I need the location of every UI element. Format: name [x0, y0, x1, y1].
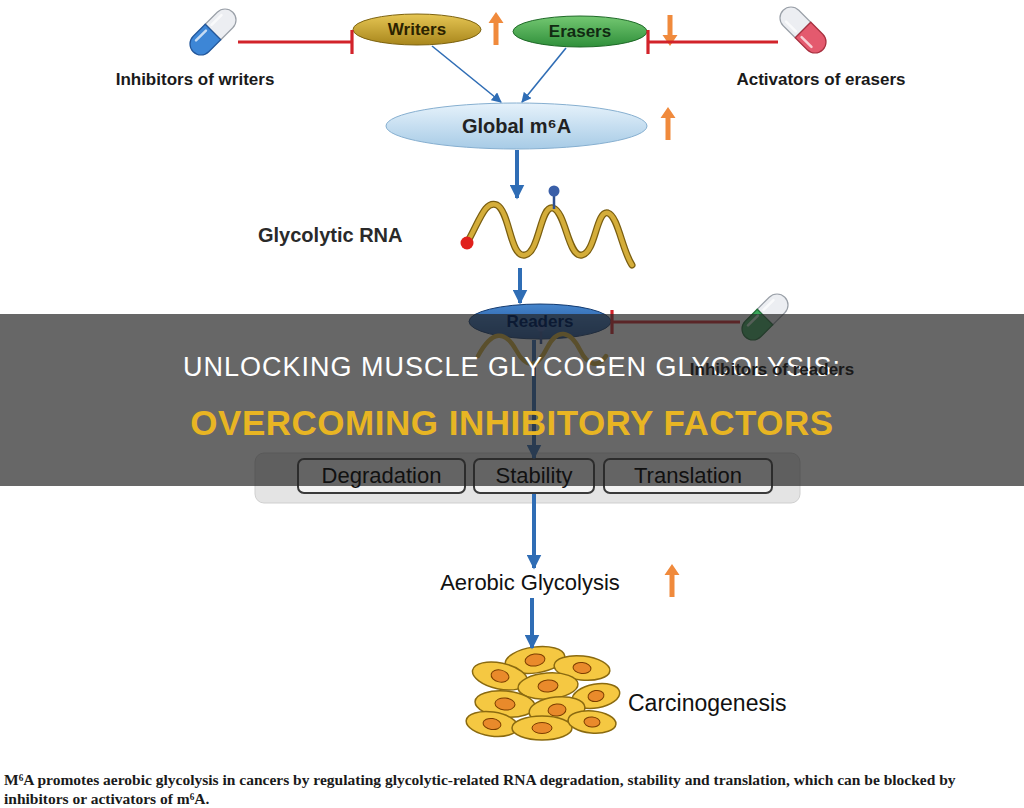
eraser-ellipse: Erasers — [512, 15, 648, 48]
methyl-mark — [536, 321, 547, 332]
activator-pill: Activators of erasers — [778, 0, 828, 60]
methyl-stem — [553, 195, 556, 209]
node-label: Activators of erasers — [711, 70, 931, 90]
node-label: Translation — [634, 463, 742, 488]
global-ellipse: Global m⁶A — [385, 102, 648, 150]
pill-half — [795, 22, 830, 57]
methyl-mark — [549, 186, 560, 197]
banner-title: UNLOCKING MUSCLE GLYCOGEN GLYCOLYSIS: — [0, 352, 1024, 383]
pill-highlight — [786, 22, 811, 47]
banner-title: OVERCOMING INHIBITORY FACTORS — [0, 403, 1024, 443]
node-label: Inhibitors of readers — [662, 360, 882, 380]
node-label: Inhibitors of writers — [85, 70, 305, 90]
increase-arrow — [489, 12, 504, 45]
node-label: Readers — [506, 312, 573, 332]
flow-arrow — [518, 268, 522, 303]
inhibition-line — [238, 41, 352, 44]
ellipse-shape — [386, 103, 647, 149]
cell — [567, 709, 617, 735]
cap-dot — [461, 237, 474, 250]
pill-icon — [778, 0, 828, 60]
flow-arrow — [515, 150, 519, 198]
node-label: Stability — [495, 463, 572, 488]
rna-node: Glycolytic RNA — [255, 198, 635, 268]
flow-arrow — [532, 494, 536, 568]
pill-half — [185, 24, 220, 59]
increase-arrow — [665, 564, 680, 597]
flow-arrow — [432, 46, 501, 102]
rna-strand — [467, 204, 632, 265]
rna-strand — [467, 204, 632, 265]
increase-arrow — [661, 107, 676, 140]
writer-ellipse: Writers — [352, 13, 482, 46]
flow-arrow — [530, 598, 534, 648]
cell — [465, 708, 520, 739]
node-label: Aerobic Glycolysis — [440, 570, 620, 595]
inhibitor-pill: Inhibitors of writers — [188, 2, 238, 62]
ellipse-shape — [513, 16, 647, 47]
pill-highlight — [196, 15, 221, 40]
figure-caption: M⁶A promotes aerobic glycolysis in cance… — [4, 770, 1020, 808]
flow-arrow — [522, 48, 566, 102]
cell — [512, 716, 572, 740]
cancer-cells — [465, 643, 622, 740]
outcome-text: Aerobic Glycolysis — [405, 568, 655, 598]
title-banner — [0, 314, 1024, 486]
node-label: Global m⁶A — [462, 115, 571, 138]
node-label: Glycolytic RNA — [258, 224, 458, 247]
node-label: Erasers — [549, 22, 611, 42]
node-label: Degradation — [322, 463, 442, 488]
pill-icon — [188, 2, 238, 62]
node-label: Writers — [388, 20, 446, 40]
outcome-node: Carcinogenesis — [460, 648, 825, 740]
inhibition-line — [648, 41, 778, 44]
process-box: Degradation — [297, 458, 466, 494]
ellipse-shape — [353, 14, 481, 45]
node-label: Carcinogenesis — [628, 690, 818, 716]
